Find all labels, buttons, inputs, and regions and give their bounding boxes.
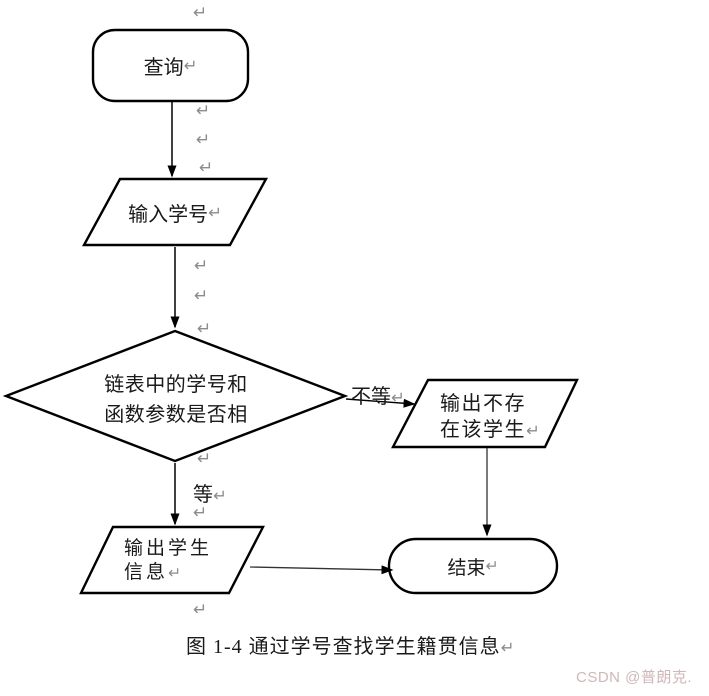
edge-output-info-to-end xyxy=(249,565,394,575)
end-node-label: 结束↵ xyxy=(389,539,557,593)
output-info-line2-text: 信息 xyxy=(124,562,169,583)
paragraph-mark: ↵ xyxy=(197,319,212,339)
paragraph-mark: ↵ xyxy=(168,564,182,582)
input-node-text: 输入学号 xyxy=(128,203,209,226)
watermark: CSDN @普朗克. xyxy=(576,666,692,687)
output-not-found-node-label: 输出不存 在该学生↵ xyxy=(440,391,540,444)
output-not-found-text-line1: 输出不存 xyxy=(440,393,526,415)
output-info-text-line2: 信息↵ xyxy=(124,561,212,585)
decision-node-label: 链表中的学号和 函数参数是否相 xyxy=(66,370,286,430)
end-node-text: 结束 xyxy=(447,557,486,579)
decision-node-text-line2: 函数参数是否相 xyxy=(104,404,248,426)
start-node-text: 查询 xyxy=(143,57,184,79)
paragraph-mark: ↵ xyxy=(196,101,211,121)
branch-equal-label: 等↵ xyxy=(193,478,227,507)
paragraph-mark: ↵ xyxy=(197,449,212,469)
input-node-label: 输入学号↵ xyxy=(84,179,266,245)
paragraph-mark: ↵ xyxy=(208,202,222,222)
paragraph-mark: ↵ xyxy=(213,486,227,505)
input-node-outline xyxy=(81,177,269,247)
branch-not-equal-text: 不等 xyxy=(351,386,391,408)
start-node-outline xyxy=(91,28,250,103)
output-info-node-label: 输出学生 信息↵ xyxy=(124,537,212,585)
paragraph-mark: ↵ xyxy=(526,421,540,440)
paragraph-mark: ↵ xyxy=(194,256,209,276)
paragraph-mark: ↵ xyxy=(500,638,515,657)
paragraph-mark: ↵ xyxy=(183,56,198,75)
branch-not-equal-label: 不等↵ xyxy=(351,380,405,409)
paragraph-mark: ↵ xyxy=(199,158,214,178)
paragraph-mark: ↵ xyxy=(193,3,208,23)
paragraph-mark: ↵ xyxy=(196,130,211,150)
figure-caption: 图 1-4 通过学号查找学生籍贯信息↵ xyxy=(186,630,514,659)
paragraph-mark: ↵ xyxy=(391,388,405,407)
paragraph-mark: ↵ xyxy=(193,600,208,620)
paragraph-mark: ↵ xyxy=(193,503,208,523)
output-info-node-outline xyxy=(79,525,265,595)
paragraph-mark: ↵ xyxy=(194,286,209,306)
figure-caption-text: 图 1-4 通过学号查找学生籍贯信息 xyxy=(186,636,501,658)
paragraph-mark: ↵ xyxy=(485,557,499,575)
start-node-label: 查询↵ xyxy=(93,30,248,101)
output-not-found-node-outline xyxy=(391,378,579,449)
decision-node-text-line1: 链表中的学号和 xyxy=(104,374,248,396)
output-not-found-text-line2: 在该学生↵ xyxy=(440,417,540,444)
output-not-found-line2-text: 在该学生 xyxy=(440,419,526,441)
watermark-text: CSDN @普朗克. xyxy=(576,669,693,686)
edge-decision-to-output-not-found xyxy=(345,398,416,408)
decision-node-outline xyxy=(2,329,349,463)
output-info-text-line1: 输出学生 xyxy=(124,538,213,559)
branch-equal-text: 等 xyxy=(193,484,213,506)
